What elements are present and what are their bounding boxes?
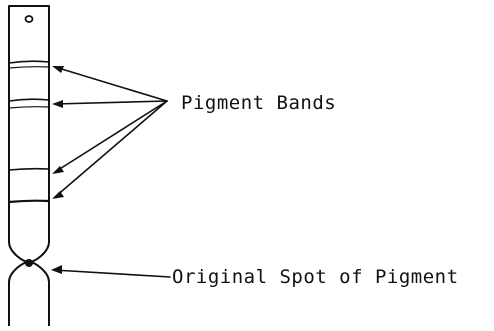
original-pigment-spot bbox=[25, 259, 33, 267]
pigment-band-1 bbox=[9, 61, 49, 63]
pigment-band-1-edge bbox=[9, 67, 49, 68]
hanging-hole bbox=[26, 16, 33, 22]
pigment-bands-label: Pigment Bands bbox=[181, 92, 336, 114]
paper-strip bbox=[9, 6, 49, 326]
pigment-band-4 bbox=[9, 201, 49, 202]
original-spot-label: Original Spot of Pigment bbox=[172, 266, 459, 288]
arrowhead-band-4 bbox=[52, 191, 64, 199]
arrow-band-1 bbox=[55, 67, 167, 101]
arrow-band-3 bbox=[55, 101, 167, 172]
pigment-band-2 bbox=[9, 99, 49, 101]
pigment-band-3 bbox=[9, 169, 49, 170]
arrow-original-spot bbox=[54, 270, 170, 277]
arrowhead-band-1 bbox=[52, 66, 64, 73]
pigment-band-2-edge bbox=[9, 107, 49, 108]
arrow-band-2 bbox=[55, 101, 167, 104]
arrowhead-band-2 bbox=[52, 100, 63, 108]
arrow-band-4 bbox=[55, 101, 167, 197]
arrowhead-original-spot bbox=[51, 265, 62, 274]
